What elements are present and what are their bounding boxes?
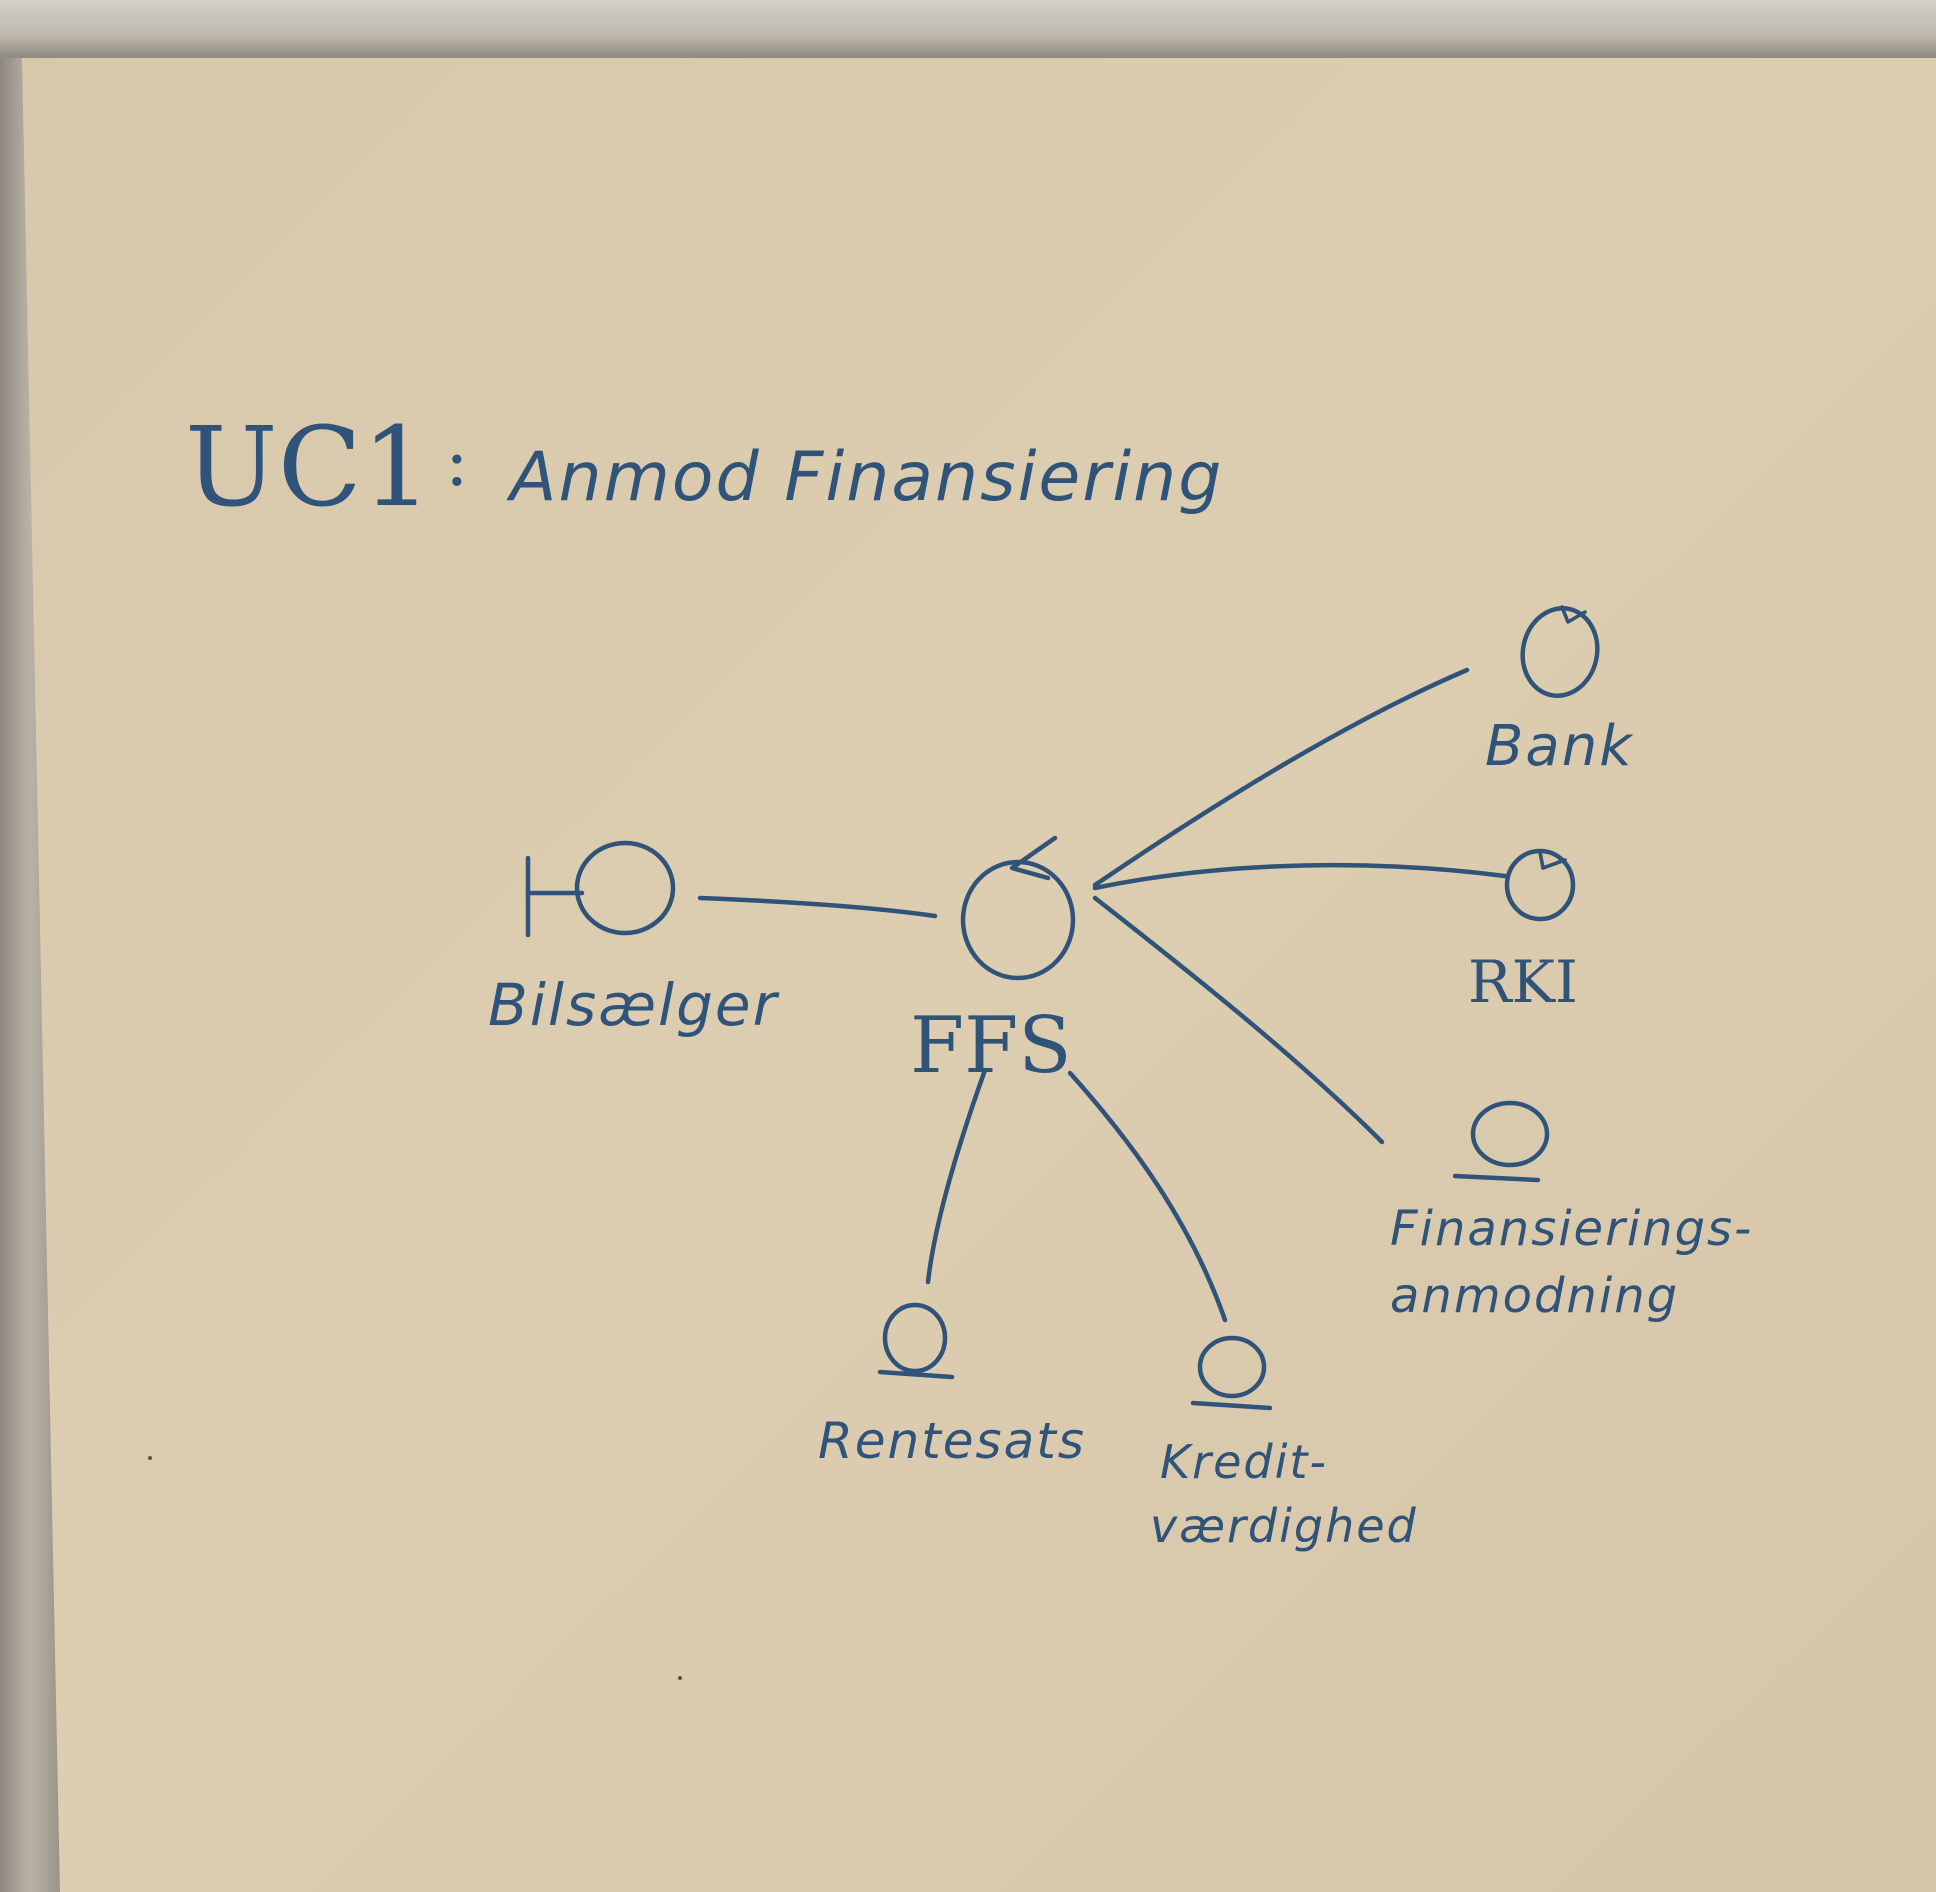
creditworthiness-symbol	[1190, 1335, 1273, 1411]
financing-request-circle	[1470, 1100, 1550, 1168]
bank-circle	[1520, 606, 1600, 698]
line-ffs-creditworthiness	[1067, 1070, 1228, 1323]
entity-rki: RKI	[1468, 848, 1578, 1016]
interest-rate-symbol	[877, 1302, 955, 1380]
title-name: Anmod Finansiering	[506, 438, 1223, 517]
actor-bilsaelger: Bilsælger	[488, 840, 780, 1039]
creditworthiness-underline	[1190, 1400, 1273, 1411]
interest-rate-underline	[877, 1369, 955, 1380]
financing-request-label-line1: Finansierings-	[1390, 1201, 1753, 1257]
interest-rate-circle	[882, 1302, 948, 1374]
line-ffs-interest-rate	[925, 1067, 988, 1285]
entity-bank-label: Bank	[1485, 714, 1634, 779]
boundary-symbol	[525, 840, 676, 938]
line-bilsaelger-ffs	[697, 895, 938, 919]
boundary-circle	[574, 840, 676, 936]
bank-symbol	[1520, 605, 1600, 698]
line-ffs-rki	[1092, 862, 1508, 891]
entity-rki-label: RKI	[1468, 948, 1578, 1016]
rki-symbol	[1504, 848, 1576, 922]
creditworthiness-circle	[1197, 1335, 1267, 1399]
actor-bilsaelger-label: Bilsælger	[488, 971, 780, 1039]
control-symbol	[960, 835, 1076, 981]
board-speck	[148, 1456, 152, 1460]
creditworthiness-label-line2: værdighed	[1150, 1499, 1418, 1553]
entity-interest-rate-label: Rentesats	[818, 1412, 1086, 1470]
diagram-title: UC1 : Anmod Finansiering	[185, 403, 1223, 531]
line-ffs-financing-request	[1092, 895, 1385, 1145]
connections	[697, 667, 1508, 1323]
entity-bank: Bank	[1485, 605, 1634, 779]
entity-interest-rate: Rentesats	[818, 1302, 1086, 1470]
line-ffs-bank	[1092, 667, 1470, 888]
system-ffs-label: FFS	[910, 1001, 1072, 1091]
rki-arrow	[1538, 850, 1567, 870]
creditworthiness-label-line1: Kredit-	[1160, 1435, 1328, 1489]
entity-creditworthiness: Kredit- værdighed	[1150, 1335, 1418, 1553]
board-frame-top	[0, 0, 1936, 58]
financing-request-underline	[1452, 1173, 1541, 1183]
title-separator: :	[445, 420, 469, 502]
title-code: UC1	[185, 403, 432, 531]
board-frame-left	[0, 58, 60, 1892]
entity-financing-request: Finansierings- anmodning	[1390, 1100, 1753, 1324]
control-arrow	[1009, 835, 1058, 881]
board-speck	[678, 1676, 682, 1680]
bank-arrow	[1560, 605, 1587, 624]
financing-request-symbol	[1452, 1100, 1550, 1183]
system-ffs: FFS	[910, 835, 1076, 1091]
financing-request-label-line2: anmodning	[1390, 1268, 1679, 1324]
